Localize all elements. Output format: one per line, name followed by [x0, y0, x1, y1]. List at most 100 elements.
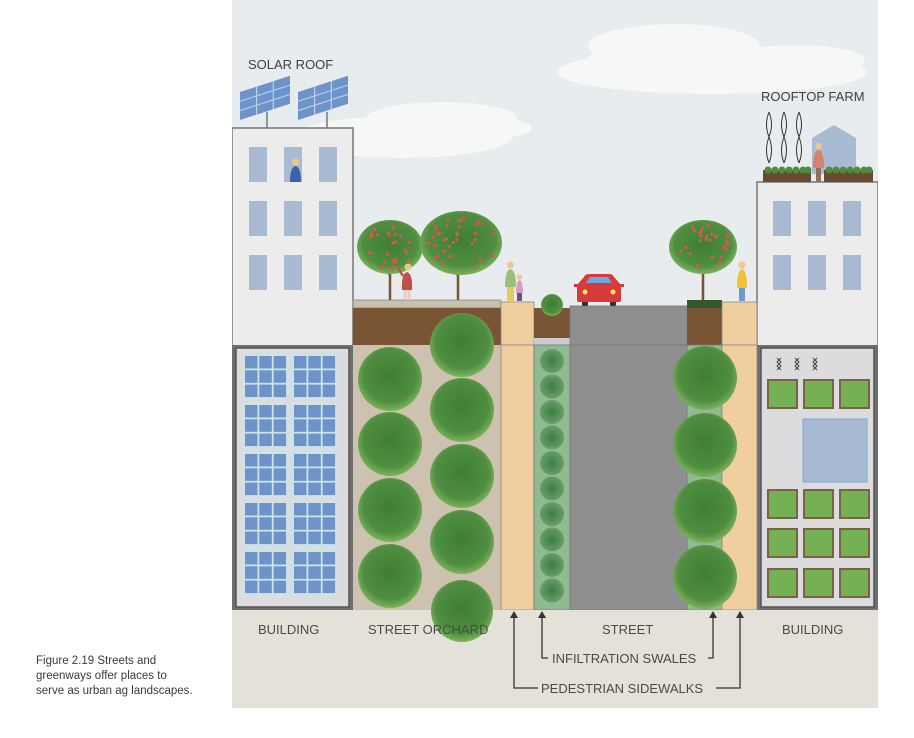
greenhouse-plan — [802, 418, 868, 483]
swale-shrub — [540, 476, 564, 501]
farmer-icon — [813, 142, 824, 182]
right-building-windows — [773, 201, 861, 290]
arrow-up-icon — [709, 611, 717, 618]
label-building-right: BUILDING — [782, 622, 843, 637]
arrow-up-icon — [538, 611, 546, 618]
wind-turbine-icon — [766, 111, 802, 164]
arrowheads — [510, 611, 744, 618]
sidewalk-right-upper — [721, 301, 758, 346]
person-child-icon — [516, 274, 523, 301]
fruit-tree-1 — [357, 220, 423, 300]
solar-array-module — [243, 403, 289, 449]
left-building — [232, 127, 354, 347]
label-solar-roof: SOLAR ROOF — [248, 57, 333, 72]
farm-bed — [839, 379, 870, 409]
farm-bed — [803, 489, 834, 519]
swale-shrubs — [540, 349, 564, 603]
swale-shrub — [540, 578, 564, 603]
figure-caption: Figure 2.19 Streets and greenways offer … — [36, 654, 226, 699]
swale-shrub — [540, 400, 564, 424]
farm-bed — [803, 528, 834, 558]
sidewalk-left-plan — [500, 344, 535, 611]
leader-swale-left — [541, 616, 548, 659]
street-surface-upper — [569, 305, 688, 346]
cloud-right — [557, 24, 867, 94]
label-pedestrian-sidewalks: PEDESTRIAN SIDEWALKS — [541, 681, 703, 696]
solar-panel-icon — [240, 75, 348, 128]
swale-shrub — [540, 553, 564, 577]
orchard-canopy — [430, 313, 494, 377]
wind-turbine-plan-icons — [776, 357, 818, 371]
orchard-canopy — [358, 347, 422, 411]
leader-swale-right — [708, 616, 714, 659]
leader-sidewalk-right — [716, 616, 741, 689]
farm-bed — [803, 568, 834, 598]
solar-array-module — [243, 501, 289, 547]
label-rooftop-farm: ROOFTOP FARM — [761, 89, 865, 104]
street-plan — [569, 344, 688, 611]
orchard-canopy — [358, 544, 422, 608]
farm-bed — [767, 528, 798, 558]
farm-bed — [767, 379, 798, 409]
label-band — [232, 610, 878, 708]
swale-tree-canopy — [673, 479, 737, 543]
farm-bed — [767, 489, 798, 519]
label-street: STREET — [602, 622, 653, 637]
person-picking-fruit-icon — [396, 263, 413, 300]
swale-shrub — [540, 451, 564, 475]
swale-shrub — [540, 349, 564, 373]
solar-array-module — [292, 354, 338, 400]
caption-line-1: Figure 2.19 Streets and — [36, 655, 157, 667]
solar-array-module — [292, 501, 338, 547]
leader-sidewalk-left — [513, 616, 538, 689]
person-in-window-icon — [290, 158, 301, 182]
orchard-canopy — [358, 412, 422, 476]
swale-tree-canopy — [673, 413, 737, 477]
fruit-tree-3 — [669, 220, 737, 300]
left-building-plan-solar — [235, 347, 350, 608]
right-building-plan-farm — [760, 347, 875, 608]
label-building-left: BUILDING — [258, 622, 319, 637]
rooftop-farm — [763, 111, 873, 182]
orchard-canopy — [430, 444, 494, 508]
orchard-canopy — [430, 378, 494, 442]
solar-array-module — [292, 403, 338, 449]
farm-bed — [803, 379, 834, 409]
farm-bed — [767, 568, 798, 598]
farm-bed — [839, 528, 870, 558]
swale-shrub — [540, 527, 564, 552]
caption-line-2: greenways offer places to — [36, 670, 167, 682]
solar-array-module — [243, 452, 289, 498]
person-adult-icon — [505, 261, 516, 301]
swale-tree-canopy — [673, 346, 737, 410]
sidewalk-left-upper — [500, 301, 535, 346]
right-building — [756, 181, 878, 347]
left-building-windows — [249, 147, 337, 290]
swale-shrub — [540, 425, 564, 450]
swale-shrub — [540, 374, 564, 399]
farm-bed — [839, 489, 870, 519]
label-street-orchard: STREET ORCHARD — [368, 622, 488, 637]
street-section-diagram: SOLAR ROOF ROOFTOP FARM — [232, 0, 878, 708]
farm-bed — [839, 568, 870, 598]
car-icon — [574, 274, 624, 306]
right-swale-tree-canopies — [673, 346, 737, 609]
solar-array-module — [243, 550, 289, 596]
solar-array-module — [292, 452, 338, 498]
swale-tree-canopy — [673, 545, 737, 609]
arrow-up-icon — [510, 611, 518, 618]
label-infiltration-swales: INFILTRATION SWALES — [552, 651, 697, 666]
orchard-tree-overlap — [431, 580, 493, 642]
caption-line-3: serve as urban ag landscapes. — [36, 685, 193, 697]
solar-array-module — [243, 354, 289, 400]
leader-lines — [513, 616, 741, 689]
person-right-sidewalk-icon — [737, 261, 747, 301]
solar-array-module — [292, 550, 338, 596]
swale-shrub-elevation — [541, 294, 563, 316]
arrow-up-icon — [736, 611, 744, 618]
orchard-canopy — [358, 478, 422, 542]
fruit-dots — [368, 216, 731, 270]
swale-shrub — [540, 502, 564, 526]
orchard-canopy — [430, 510, 494, 574]
orchard-tree-canopies — [358, 313, 494, 608]
